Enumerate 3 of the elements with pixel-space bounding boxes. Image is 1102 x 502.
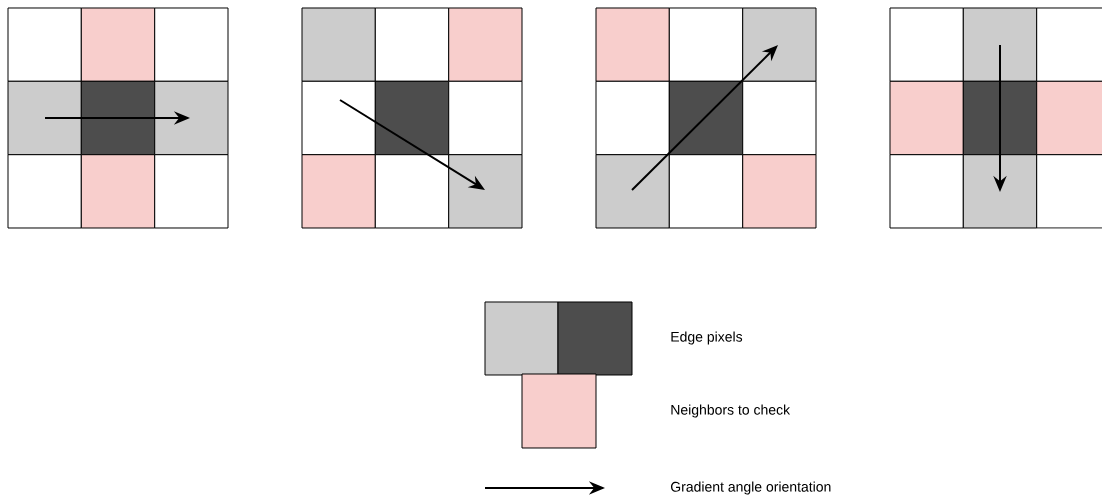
legend-label: Edge pixels	[671, 331, 743, 345]
legend-label: Neighbors to check	[671, 404, 791, 418]
legend-label: Gradient angle orientation	[671, 481, 831, 495]
